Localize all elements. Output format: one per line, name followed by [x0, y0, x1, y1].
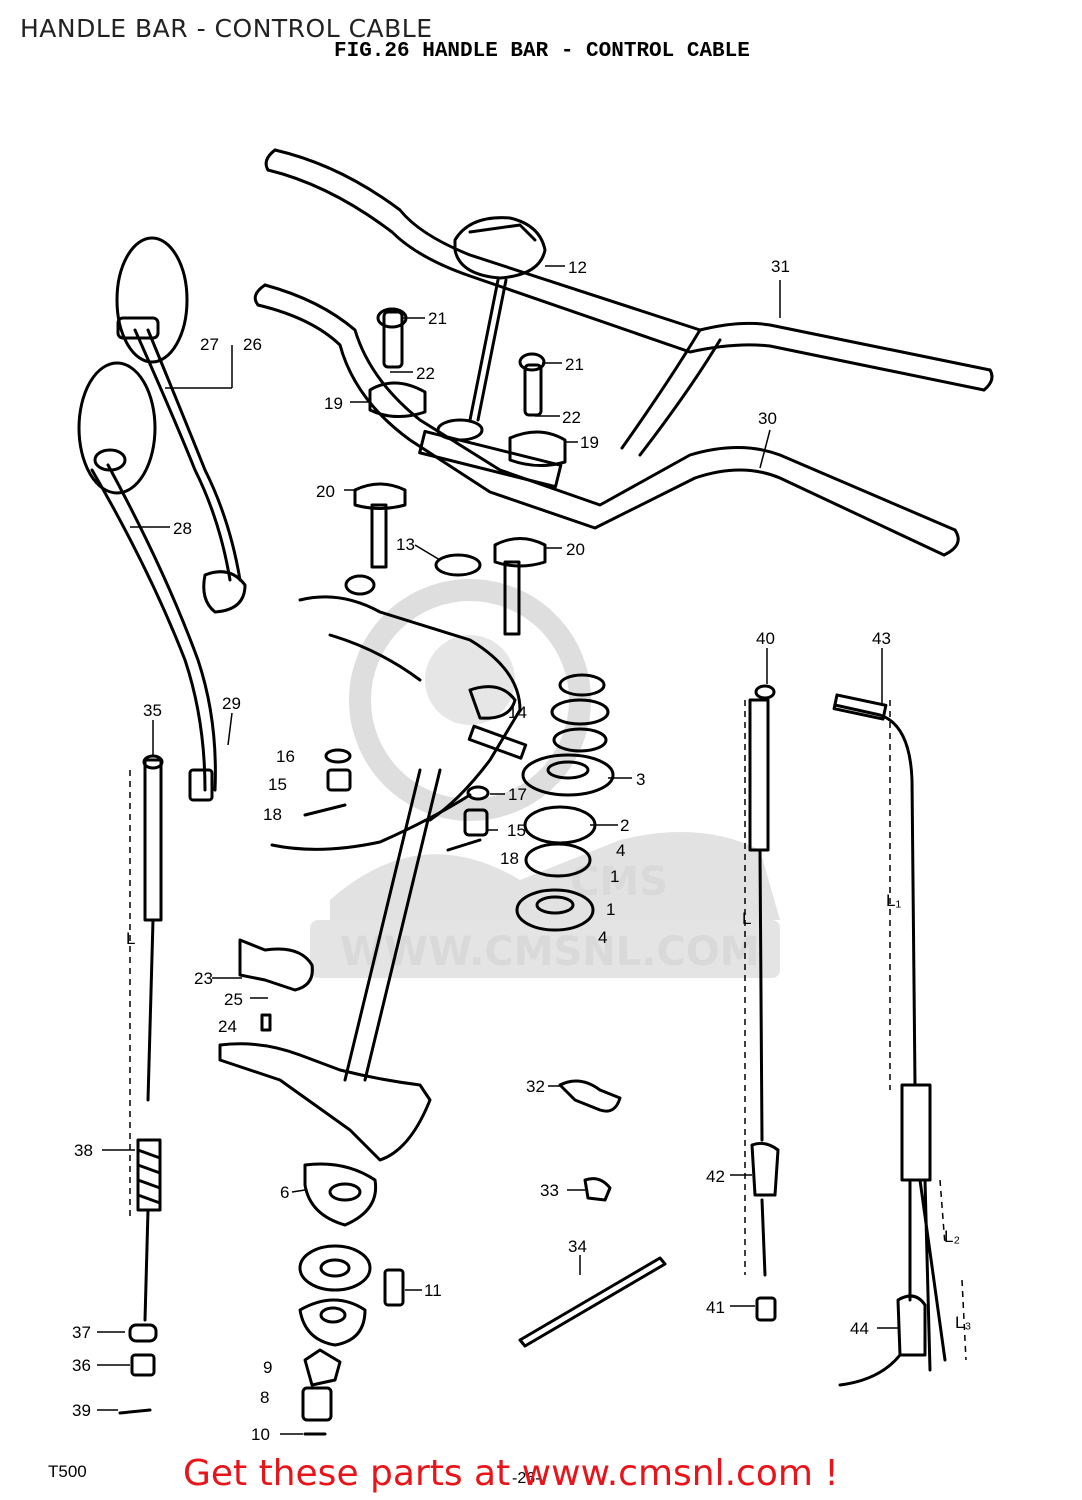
clamp-bolts [344, 307, 567, 636]
callout-10: 10 [251, 1425, 270, 1444]
callout-23: 23 [194, 969, 213, 988]
callout-31: 31 [771, 257, 790, 276]
callout-24: 24 [218, 1017, 237, 1036]
callout-22: 22 [416, 364, 435, 383]
callout-18: 18 [263, 805, 282, 824]
handlebar-upper [264, 148, 994, 457]
callout-28: 28 [173, 519, 192, 538]
clutch-cable [118, 754, 164, 1415]
callout-43: 43 [872, 629, 891, 648]
callout-l1: L₁ [886, 891, 901, 910]
callout-36: 36 [72, 1356, 91, 1375]
figure-caption: FIG.26 HANDLE BAR - CONTROL CABLE [334, 40, 750, 63]
horn [238, 938, 314, 1032]
callout-l: L [126, 929, 135, 948]
callout-8: 8 [260, 1388, 269, 1407]
callout-labels: 12 31 21 27 26 22 21 19 22 19 30 20 28 1… [72, 257, 971, 1444]
watermark-url: WWW.CMSNL.COM [340, 929, 760, 975]
callout-l2: L₂ [944, 1227, 960, 1246]
ground-wire [270, 748, 490, 852]
steering-damper-knob [453, 216, 547, 422]
callout-38: 38 [74, 1141, 93, 1160]
callout-42: 42 [706, 1167, 725, 1186]
callout-18: 18 [500, 849, 519, 868]
callout-4: 4 [598, 928, 607, 947]
throttle-cable-double [832, 693, 947, 1387]
callout-13: 13 [396, 535, 415, 554]
page-number: -26- [512, 1470, 541, 1487]
callout-15: 15 [268, 775, 287, 794]
callout-32: 32 [526, 1077, 545, 1096]
callout-12: 12 [568, 258, 587, 277]
callout-1: 1 [610, 867, 619, 886]
page-title: HANDLE BAR - CONTROL CABLE [20, 14, 433, 43]
callout-26: 26 [243, 335, 262, 354]
callout-41: 41 [706, 1298, 725, 1317]
callout-34: 34 [568, 1237, 587, 1256]
callout-4: 4 [616, 841, 625, 860]
callout-14: 14 [508, 703, 527, 722]
callout-20: 20 [316, 482, 335, 501]
callout-16: 16 [276, 747, 295, 766]
callout-20: 20 [566, 540, 585, 559]
callout-22: 22 [562, 408, 581, 427]
callout-21: 21 [428, 309, 447, 328]
leader-lines [97, 265, 898, 1435]
callout-9: 9 [263, 1358, 272, 1377]
promo-link[interactable]: Get these parts at www.cmsnl.com ! [183, 1453, 839, 1494]
handlebar-lower [253, 283, 960, 557]
callout-40: 40 [756, 629, 775, 648]
callout-17: 17 [508, 785, 527, 804]
callout-15: 15 [507, 821, 526, 840]
callout-37: 37 [72, 1323, 91, 1342]
callout-44: 44 [850, 1319, 869, 1338]
callout-6: 6 [280, 1183, 289, 1202]
steering-stem [218, 595, 522, 1436]
callout-3: 3 [636, 770, 645, 789]
callout-29: 29 [222, 694, 241, 713]
callout-27: 27 [200, 335, 219, 354]
callout-25: 25 [224, 990, 243, 1009]
callout-19: 19 [580, 433, 599, 452]
mirror-lower [77, 361, 217, 802]
bearing-stack [467, 673, 615, 932]
callout-35: 35 [143, 701, 162, 720]
callout-l: L [742, 909, 751, 928]
dimension-lines [129, 700, 967, 1361]
model-code: T500 [48, 1462, 87, 1481]
callout-19: 19 [324, 394, 343, 413]
mirror-upper [115, 236, 247, 614]
callout-11: 11 [424, 1281, 442, 1300]
callout-30: 30 [758, 409, 777, 428]
cable-clips [518, 1079, 667, 1348]
callout-33: 33 [540, 1181, 559, 1200]
watermark: CMS WWW.CMSNL.COM [310, 579, 780, 978]
callout-39: 39 [72, 1401, 91, 1420]
callout-2: 2 [620, 816, 629, 835]
callout-1: 1 [606, 900, 615, 919]
throttle-cable [748, 684, 780, 1322]
callout-l3: L₃ [955, 1313, 971, 1332]
callout-21: 21 [565, 355, 584, 374]
